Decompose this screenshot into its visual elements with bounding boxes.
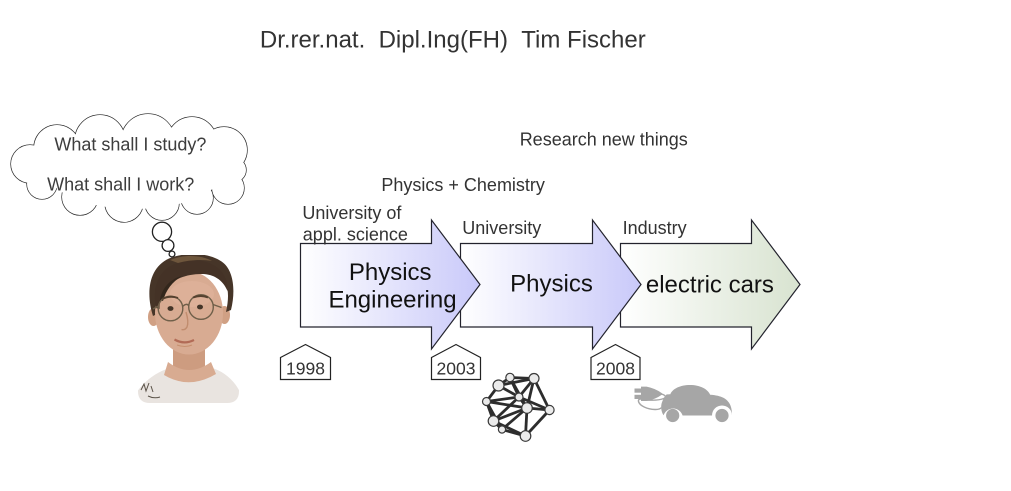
svg-text:What shall I work?: What shall I work? — [47, 175, 194, 195]
svg-text:What shall I study?: What shall I study? — [54, 135, 206, 155]
svg-text:University of: University of — [302, 203, 402, 223]
svg-text:Dr.rer.nat. Dipl.Ing(FH) Tim: Dr.rer.nat. Dipl.Ing(FH) Tim Fischer — [260, 26, 646, 53]
svg-text:Physics: Physics — [510, 271, 593, 298]
svg-text:Industry: Industry — [623, 218, 687, 238]
svg-text:2008: 2008 — [596, 358, 635, 378]
svg-text:2003: 2003 — [437, 358, 476, 378]
svg-text:appl. science: appl. science — [303, 224, 408, 244]
svg-text:Research new things: Research new things — [520, 129, 688, 149]
svg-text:Engineering: Engineering — [328, 287, 456, 314]
svg-text:1998: 1998 — [286, 358, 325, 378]
svg-text:University: University — [462, 218, 541, 238]
svg-text:electric cars: electric cars — [646, 271, 774, 298]
svg-text:Physics: Physics — [349, 259, 432, 286]
svg-text:Physics + Chemistry: Physics + Chemistry — [381, 175, 545, 195]
